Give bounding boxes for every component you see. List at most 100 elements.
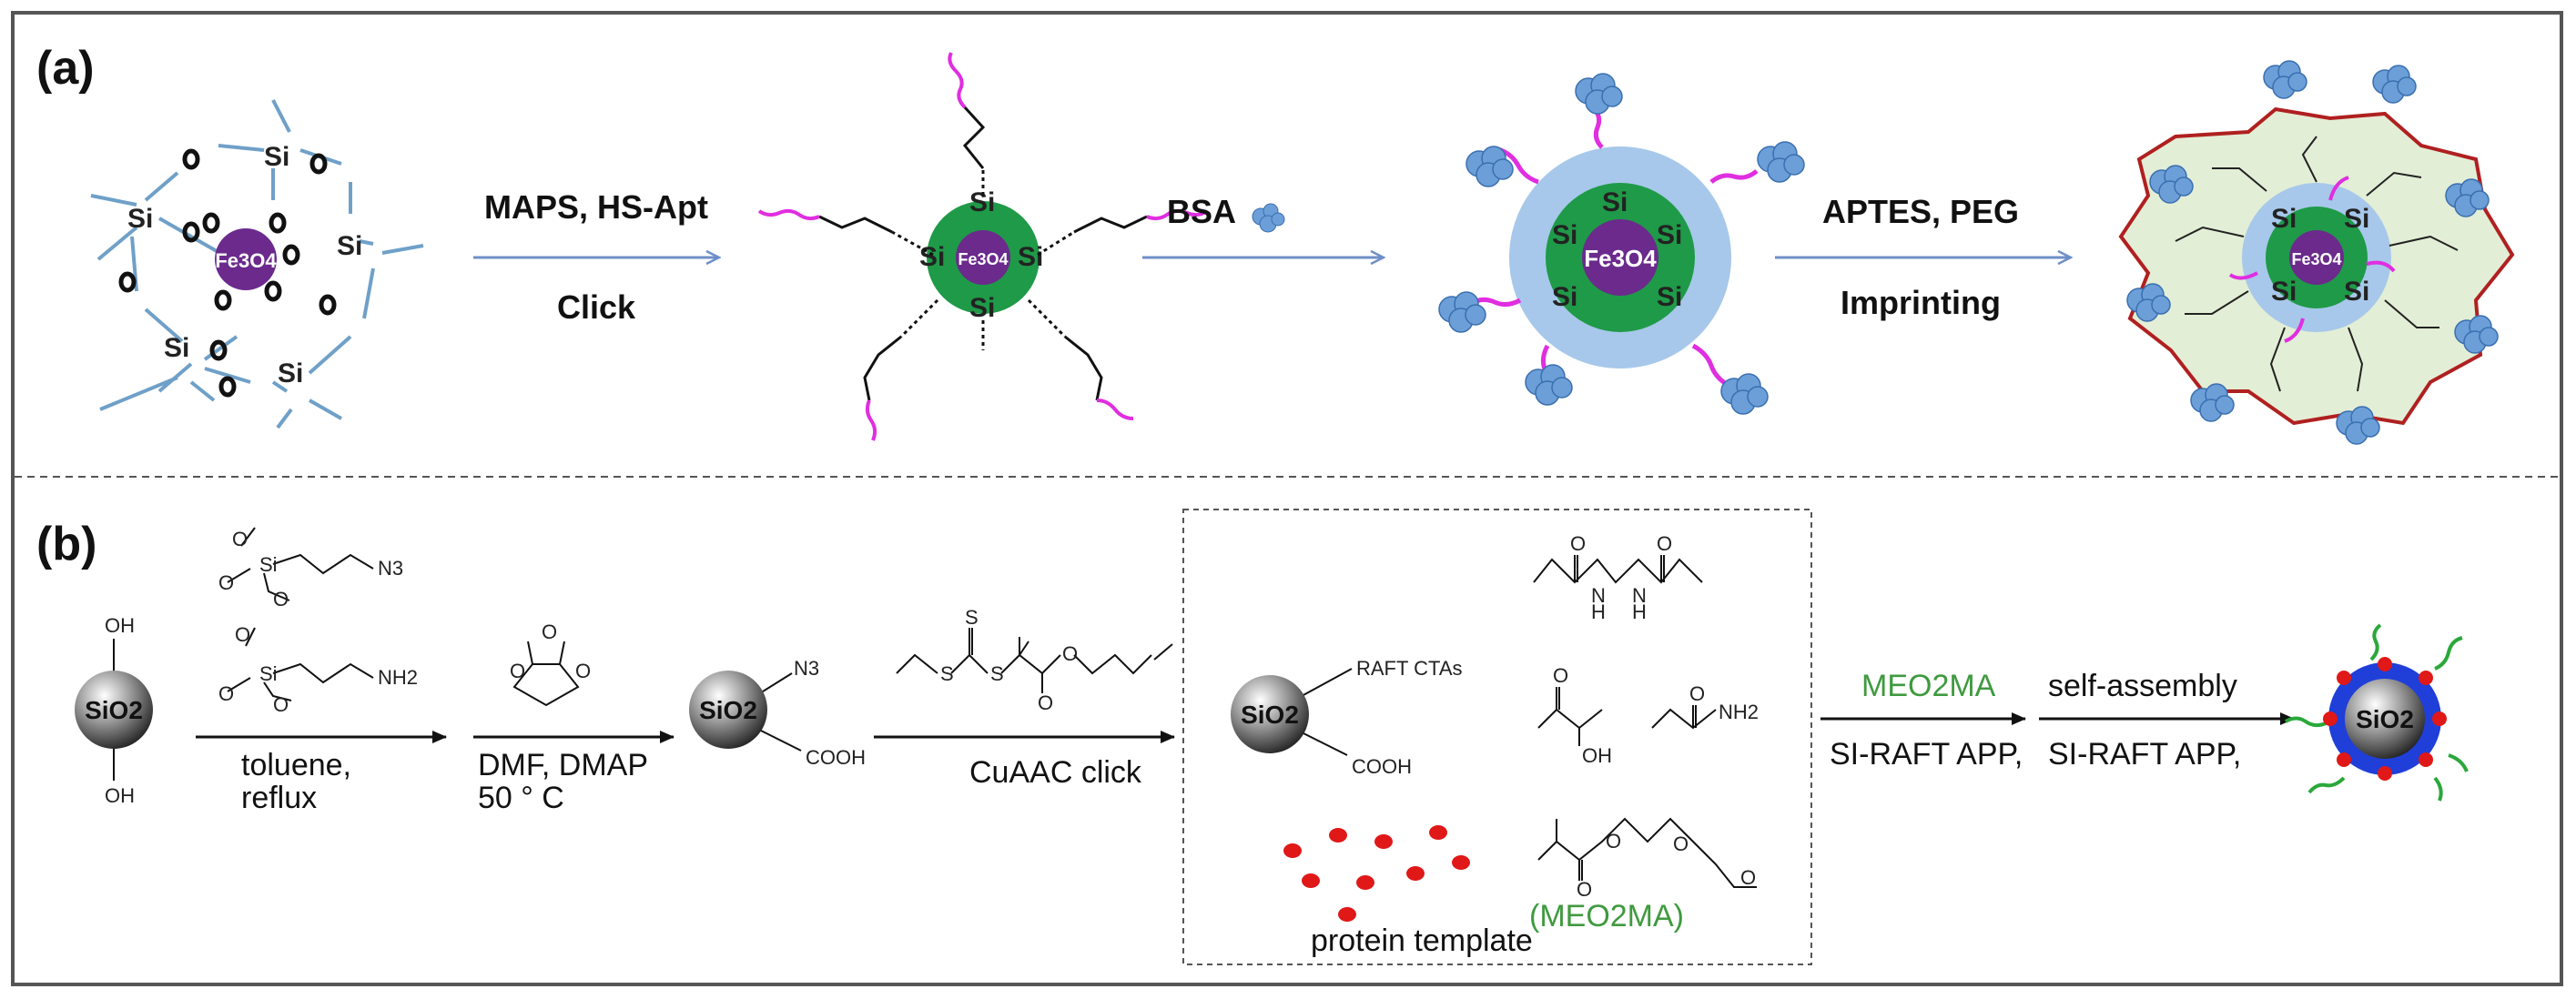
meo2ma-label: (MEO2MA) [1529, 899, 1684, 933]
protein-template-label: protein template [1311, 923, 1533, 958]
step1-reagents: MAPS, HS-Apt [484, 188, 708, 226]
si-atom: Si [2271, 204, 2297, 234]
silane-network: Fe3O4 Si Si Si Si Si [90, 99, 424, 429]
si-atom: Si [264, 142, 289, 172]
oxygen-label: O [1689, 682, 1705, 705]
nitrogen-label: N [1591, 584, 1606, 607]
si-atom: Si [2344, 204, 2369, 234]
step1-condition: Click [557, 288, 636, 326]
hydroxyl-label: OH [1582, 744, 1612, 767]
fe3o4-label: Fe3O4 [215, 249, 277, 272]
oxygen-label: O [235, 623, 250, 646]
oxygen-label: O [1062, 642, 1078, 665]
amine-label: NH2 [1719, 701, 1759, 723]
bsa-protein-icon [1252, 203, 1285, 233]
si-atom: Si [969, 187, 995, 217]
panel-b-label: (b) [36, 518, 96, 570]
silicon-label: Si [259, 553, 278, 576]
hydroxyl-label: OH [105, 784, 135, 807]
si-atom: Si [1552, 282, 1577, 312]
nitrogen-label: N [1632, 584, 1647, 607]
oxygen-label: O [273, 693, 289, 716]
raft-agent-structure [896, 628, 1173, 693]
si-atom: Si [969, 293, 995, 323]
step-b5-process: self-assembly [2048, 669, 2237, 703]
step-b2-reagents: DMF, DMAP [478, 748, 648, 782]
si-atom: Si [1552, 220, 1577, 250]
hydrogen-label: H [1632, 600, 1647, 623]
oxygen-label: O [1657, 532, 1672, 555]
anhydride-structure [512, 641, 580, 707]
silicon-label: Si [259, 662, 278, 685]
si-atom: Si [127, 204, 153, 234]
sio2-particle-1: OH OH SiO2 [75, 614, 153, 807]
step-b5-method: SI-RAFT APP, [2048, 737, 2241, 772]
oxygen-label: O [218, 571, 234, 594]
oxygen-label: O [542, 621, 557, 643]
sulfur-label: S [990, 662, 1004, 685]
oxygen-label: O [1673, 832, 1689, 855]
si-atom: Si [164, 333, 189, 363]
oxygen-label: O [273, 588, 289, 610]
fe3o4-label: Fe3O4 [1584, 245, 1657, 272]
sio2-label: SiO2 [1241, 701, 1299, 729]
oxygen-label: O [232, 528, 248, 550]
si-atom: Si [337, 231, 362, 261]
sio2-label: SiO2 [699, 696, 757, 724]
raft-label: RAFT CTAs [1356, 657, 1463, 680]
si-atom: Si [278, 358, 303, 388]
step-b1-solvent: toluene, [241, 748, 351, 782]
si-atom: Si [1657, 282, 1682, 312]
si-atom: Si [2271, 277, 2297, 307]
bsa-particle: Fe3O4 Si Si Si Si Si [1438, 73, 1805, 415]
si-atom: Si [2344, 277, 2369, 307]
figure-frame [11, 11, 2563, 986]
si-atom: Si [1602, 187, 1628, 217]
sio2-label: SiO2 [85, 696, 143, 724]
si-atom: Si [1018, 242, 1043, 272]
fe3o4-label: Fe3O4 [958, 250, 1008, 268]
step3-condition: Imprinting [1841, 284, 2001, 321]
step3-reagents: APTES, PEG [1822, 193, 2019, 230]
oxygen-label: O [1570, 532, 1586, 555]
silane-reagents [227, 527, 374, 701]
amine-label: NH2 [378, 666, 418, 689]
oxygen-label: O [1038, 691, 1053, 714]
sulfur-label: S [965, 606, 979, 629]
imprinted-particle: Fe3O4 Si Si Si Si [2118, 60, 2515, 445]
step-b1-condition: reflux [241, 781, 317, 815]
final-particle: SiO2 [2284, 623, 2469, 802]
si-atom: Si [919, 242, 945, 272]
sio2-particle-2: SiO2 N3 COOH [689, 657, 866, 769]
aptamer-particle: Fe3O4 Si Si Si Si [757, 52, 1209, 441]
hydrogen-label: H [1591, 600, 1606, 623]
oxygen-label: O [1740, 866, 1756, 889]
step2-reagent: BSA [1167, 193, 1236, 230]
oxygen-label: O [1577, 878, 1592, 901]
step-b4-monomer: MEO2MA [1861, 669, 1996, 703]
step-b3-condition: CuAAC click [969, 755, 1142, 790]
oxygen-label: O [575, 660, 591, 682]
oxygen-label: O [510, 660, 525, 682]
oxygen-label: O [218, 682, 234, 705]
hydroxyl-label: OH [105, 614, 135, 637]
fe3o4-core [215, 228, 277, 290]
sio2-particle-3: SiO2 RAFT CTAs COOH [1231, 657, 1463, 778]
oxygen-label: O [1606, 830, 1621, 853]
reagent-box [1182, 509, 1812, 965]
oxygen-label: O [1553, 664, 1568, 687]
step-b4-method: SI-RAFT APP, [1830, 737, 2023, 772]
panel-a-label: (a) [36, 42, 95, 95]
azide-label: N3 [794, 657, 819, 680]
protein-template-dots [1283, 825, 1470, 922]
step-b2-temperature: 50 ° C [478, 781, 564, 815]
fe3o4-label: Fe3O4 [2291, 250, 2341, 268]
sio2-label: SiO2 [2356, 705, 2414, 733]
sulfur-label: S [940, 662, 954, 685]
carboxyl-label: COOH [1352, 755, 1412, 778]
si-atom: Si [1657, 220, 1682, 250]
azide-label: N3 [378, 557, 403, 580]
monomer-structures [1533, 555, 1757, 888]
carboxyl-label: COOH [806, 746, 866, 769]
